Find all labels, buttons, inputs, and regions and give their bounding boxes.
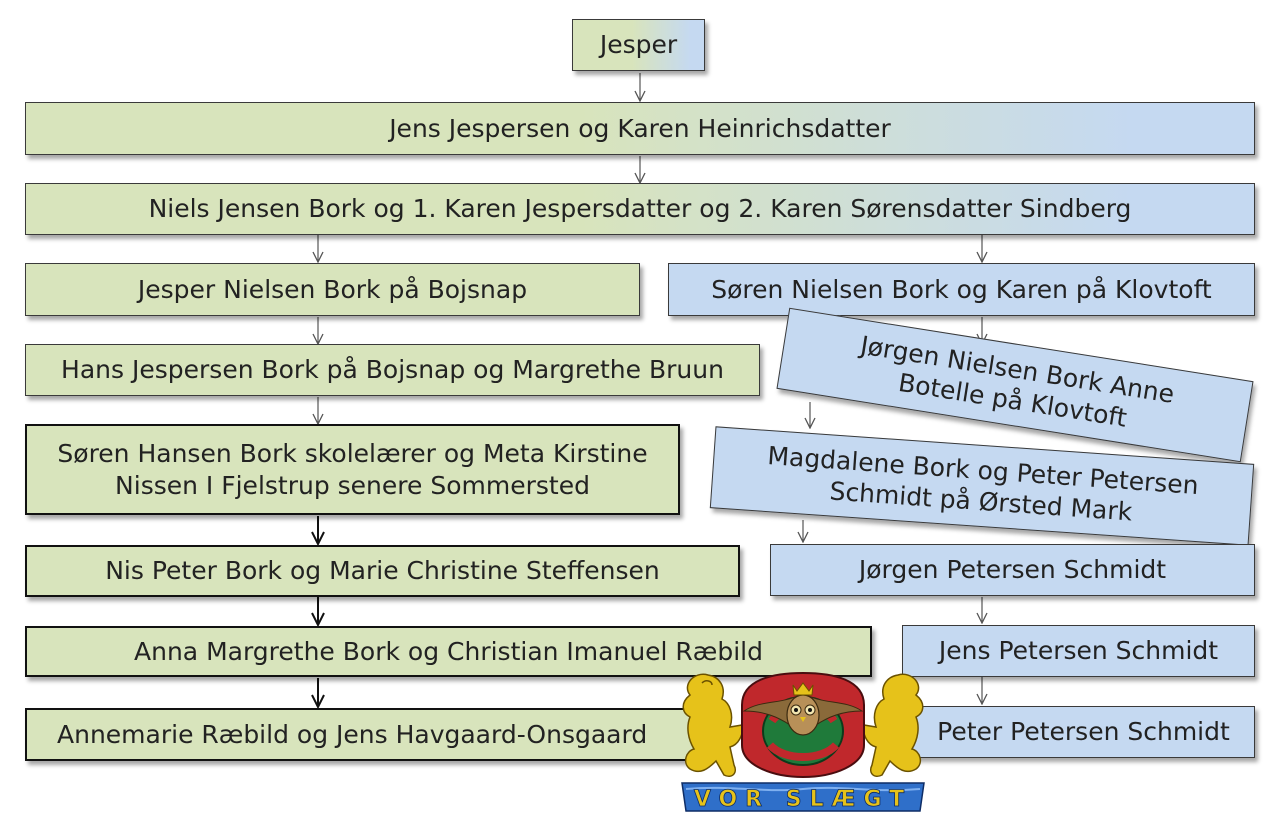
node-niels-jensen-bork: Niels Jensen Bork og 1. Karen Jespersdat… [25, 183, 1255, 235]
node-label: Jesper Nielsen Bork på Bojsnap [137, 274, 528, 304]
node-label: Nis Peter Bork og Marie Christine Steffe… [105, 556, 660, 586]
logo-text: VOR SLÆGT [694, 787, 912, 812]
node-label: Jesper [599, 30, 678, 60]
node-jesper: Jesper [572, 19, 705, 71]
node-nis-peter-bork: Nis Peter Bork og Marie Christine Steffe… [25, 545, 740, 597]
node-label: Jørgen Petersen Schmidt [858, 555, 1167, 585]
node-annemarie-raebild: Annemarie Ræbild og Jens Havgaard-Onsgaa… [25, 708, 695, 761]
node-jens-petersen-schmidt: Jens Petersen Schmidt [902, 625, 1255, 677]
node-jesper-nielsen-bork: Jesper Nielsen Bork på Bojsnap [25, 263, 640, 316]
node-hans-jespersen-bork: Hans Jespersen Bork på Bojsnap og Margre… [25, 344, 760, 396]
node-soren-hansen-bork: Søren Hansen Bork skolelærer og Meta Kir… [25, 424, 680, 515]
vor-slaegt-crest-logo: VOR SLÆGT [681, 671, 925, 812]
node-soren-nielsen-bork: Søren Nielsen Bork og Karen på Klovtoft [668, 263, 1255, 316]
node-anna-margrethe-bork: Anna Margrethe Bork og Christian Imanuel… [25, 626, 872, 677]
node-jorgen-petersen-schmidt: Jørgen Petersen Schmidt [770, 544, 1255, 596]
node-label: Søren Nielsen Bork og Karen på Klovtoft [711, 274, 1212, 304]
node-jens-jespersen: Jens Jespersen og Karen Heinrichsdatter [25, 102, 1255, 155]
node-label: Jens Petersen Schmidt [938, 636, 1219, 666]
node-peter-petersen-schmidt: Peter Petersen Schmidt [912, 706, 1255, 758]
right-lion-icon [862, 673, 924, 777]
left-lion-icon [682, 673, 744, 777]
node-label: Annemarie Ræbild og Jens Havgaard-Onsgaa… [57, 719, 648, 749]
owl-icon [742, 682, 864, 736]
node-label: Peter Petersen Schmidt [937, 717, 1230, 747]
node-label: Jens Jespersen og Karen Heinrichsdatter [389, 113, 891, 143]
node-label: Anna Margrethe Bork og Christian Imanuel… [134, 636, 763, 666]
node-label: Søren Hansen Bork skolelærer og Meta Kir… [57, 439, 648, 500]
vor-slaegt-banner: VOR SLÆGT [681, 782, 925, 812]
node-label: Hans Jespersen Bork på Bojsnap og Margre… [61, 355, 724, 385]
node-label: Niels Jensen Bork og 1. Karen Jespersdat… [148, 194, 1132, 224]
